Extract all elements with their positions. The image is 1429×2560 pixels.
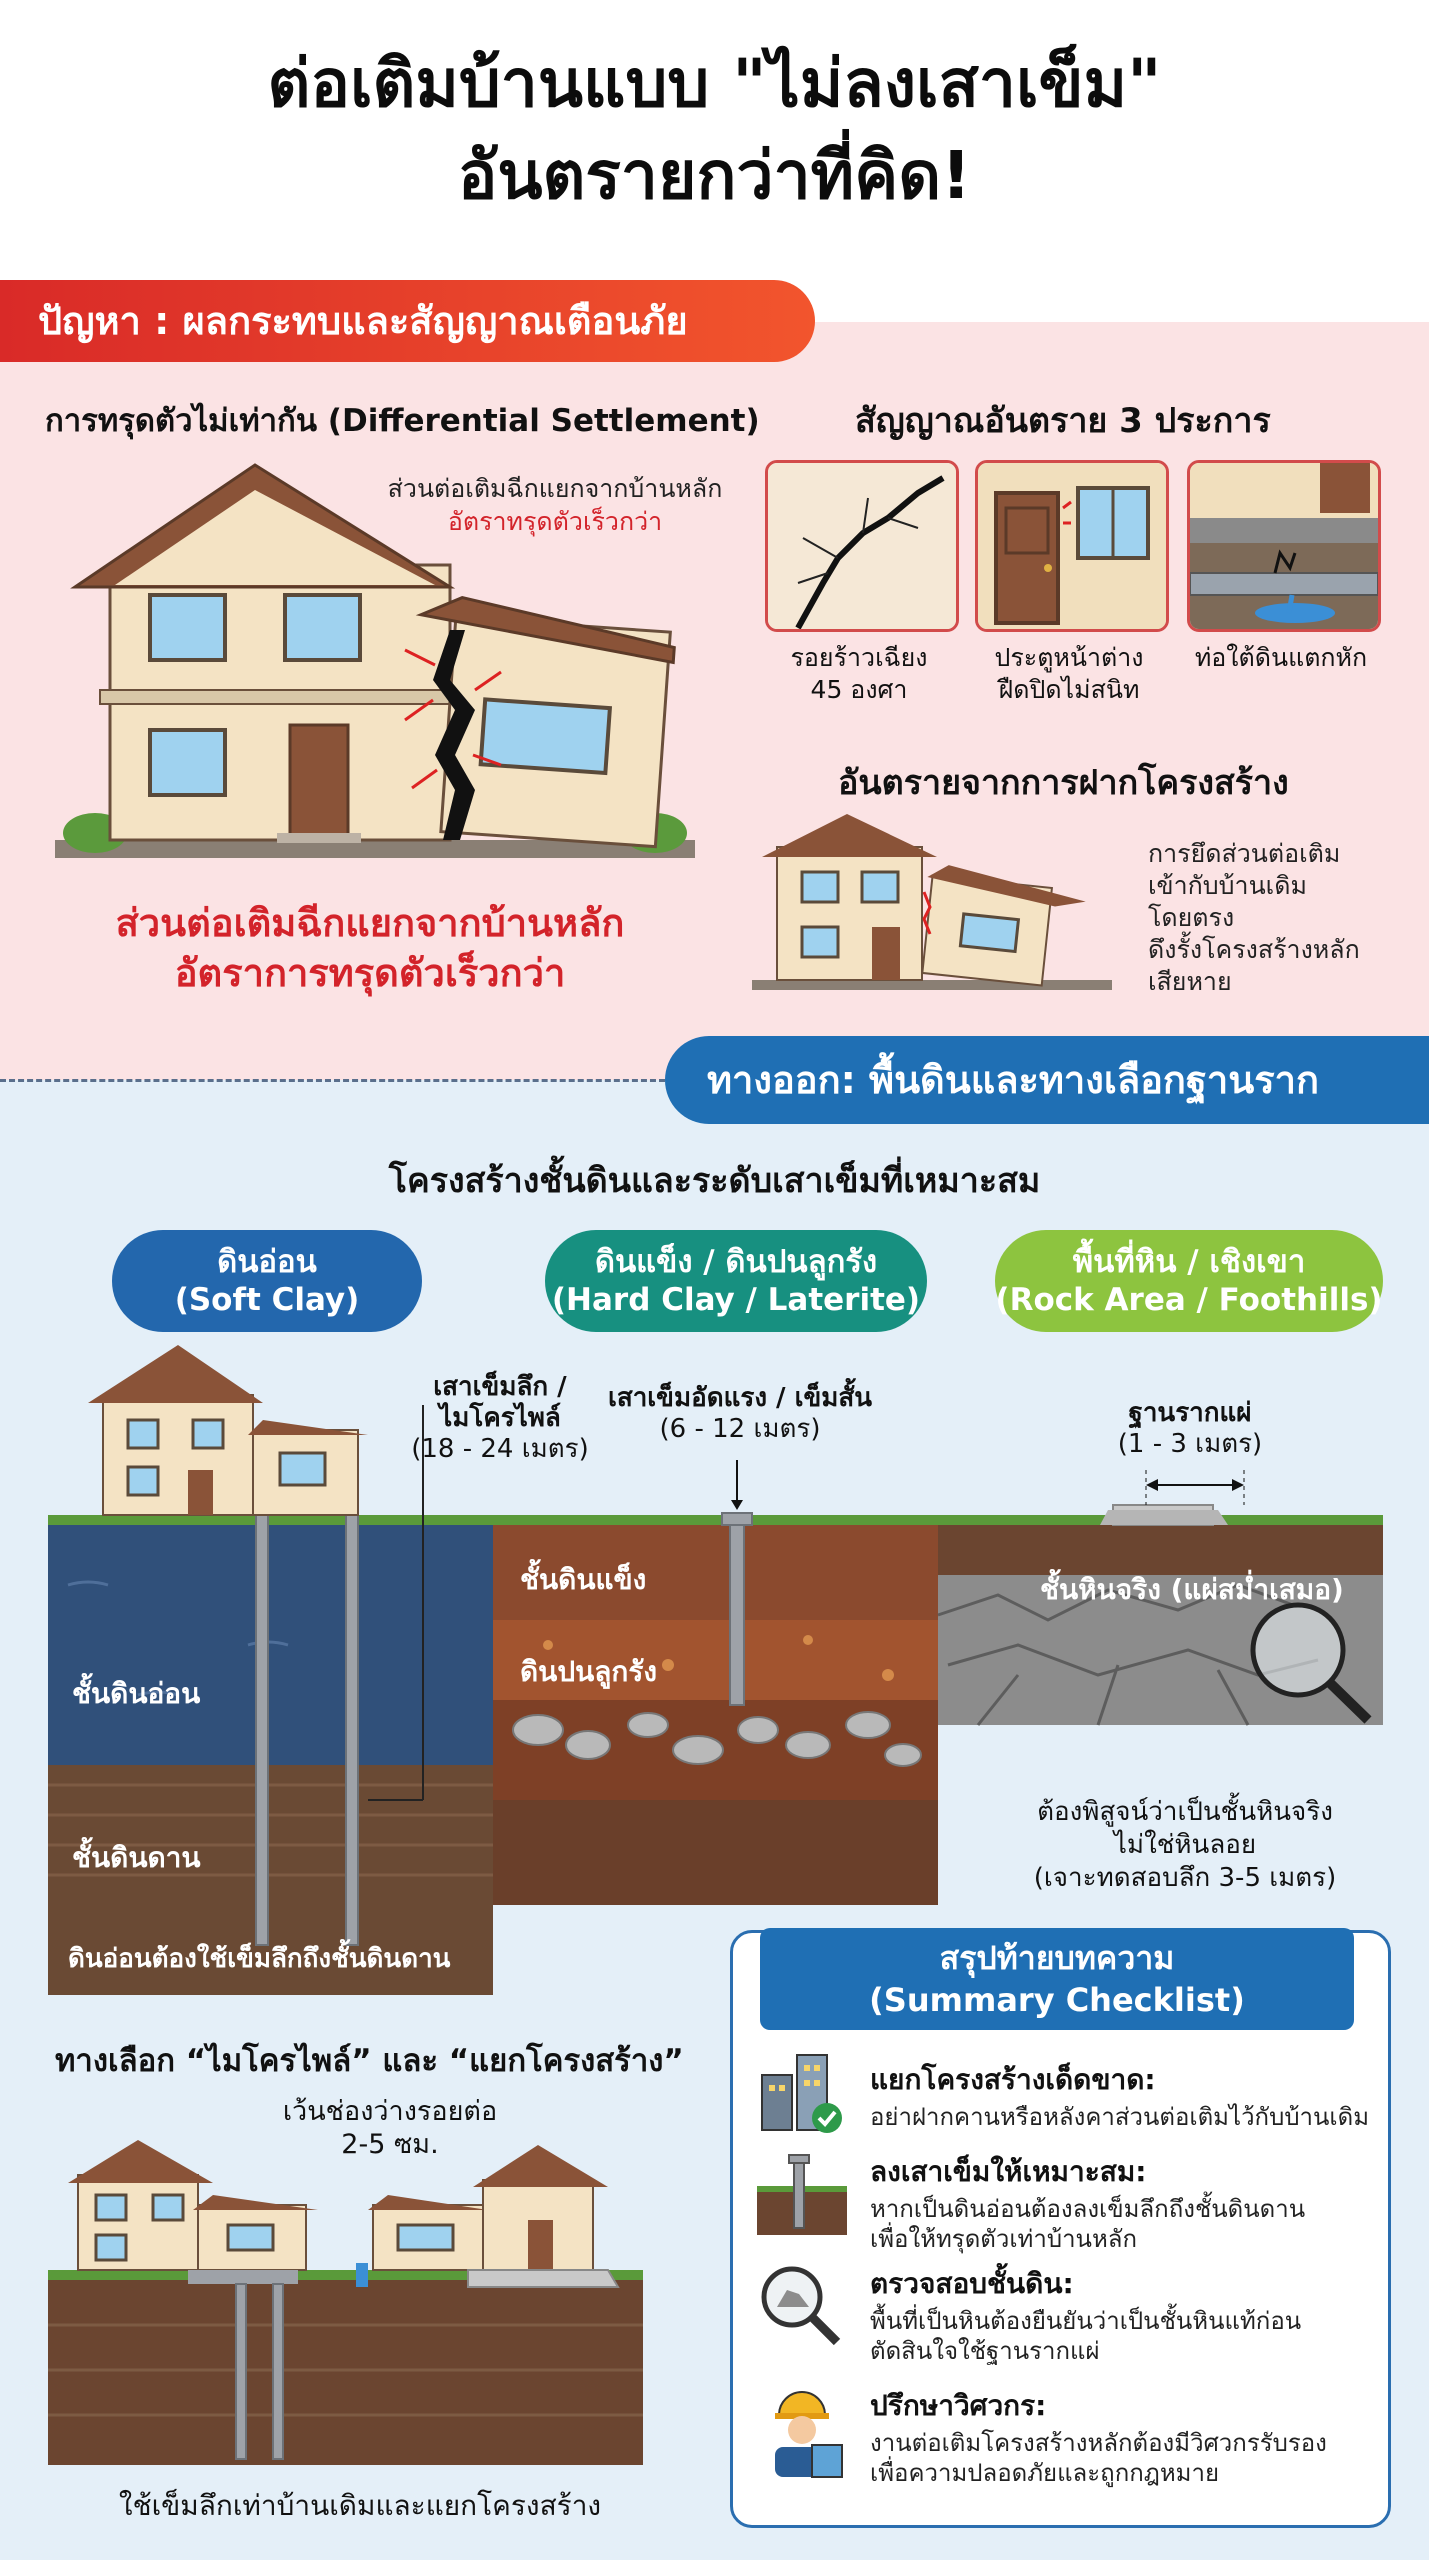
pile2-label: เสาเข็มอัดแรง / เข็มสั้น (6 - 12 เมตร): [585, 1383, 895, 1445]
sign-caption-line-2: 45 องศา: [810, 675, 908, 704]
summary-item-2: ลงเสาเข็มให้เหมาะสม: หากเป็นดินอ่อนต้องล…: [870, 2150, 1375, 2254]
summary-item-text: เพื่อความปลอดภัยและถูกกฎหมาย: [870, 2459, 1220, 2487]
attached-extension-illustration: [752, 814, 1112, 990]
summary-item-3: ตรวจสอบชั้นดิน: พื้นที่เป็นหินต้องยืนยัน…: [870, 2262, 1375, 2366]
callout-line-2: อัตราทรุดตัวเร็วกว่า: [447, 507, 663, 536]
soft-layer-label: ชั้นดินอ่อน: [72, 1677, 201, 1710]
page-title: ต่อเติมบ้านแบบ "ไม่ลงเสาเข็ม" อันตรายกว่…: [0, 38, 1429, 222]
rock-note-line: (เจาะทดสอบลึก 3-5 เมตร): [1033, 1863, 1337, 1893]
title-line-1: ต่อเติมบ้านแบบ "ไม่ลงเสาเข็ม": [267, 45, 1162, 122]
rock-note-line: ต้องพิสูจน์ว่าเป็นชั้นหินจริง: [1037, 1797, 1333, 1827]
summary-item-title: ตรวจสอบชั้นดิน:: [870, 2267, 1074, 2300]
pill-line-2: (Hard Clay / Laterite): [551, 1282, 921, 1318]
soil-heading: โครงสร้างชั้นดินและระดับเสาเข็มที่เหมาะส…: [388, 1161, 1041, 1201]
pile3-label: ฐานรากแผ่ (1 - 3 เมตร): [1070, 1398, 1310, 1460]
rock-layer-label: ชั้นหินจริง (แผ่สม่ำเสมอ): [1040, 1573, 1344, 1606]
soil-cross-section: [48, 1345, 1383, 1995]
soft-note: ดินอ่อนต้องใช้เข็มลึกถึงชั้นดินดาน: [68, 1944, 451, 1974]
attach-line: เสียหาย: [1148, 967, 1232, 996]
pill-rock-area: พื้นที่หิน / เชิงเขา (Rock Area / Foothi…: [995, 1230, 1383, 1332]
sign-caption-crack: รอยร้าวเฉียง 45 องศา: [754, 642, 964, 706]
hard-layer-label: ชั้นดินแข็ง: [520, 1563, 647, 1596]
attach-description: การยึดส่วนต่อเติม เข้ากับบ้านเดิมโดยตรง …: [1148, 838, 1388, 998]
settlement-red-caption: ส่วนต่อเติมฉีกแยกจากบ้านหลัก อัตราการทรุ…: [60, 898, 680, 998]
section-divider: [0, 1079, 665, 1082]
pill-line-2: (Rock Area / Foothills): [995, 1282, 1383, 1318]
sign-caption-door: ประตูหน้าต่าง ฝืดปิดไม่สนิท: [964, 642, 1174, 706]
sign-caption-line-1: ท่อใต้ดินแตกหัก: [1194, 643, 1368, 672]
summary-item-text: ตัดสินใจใช้ฐานรากแผ่: [870, 2337, 1100, 2365]
solution-ribbon: ทางออก: พื้นดินและทางเลือกฐานราก: [665, 1036, 1429, 1124]
door-window-icon: [978, 463, 1166, 629]
pill-line-1: พื้นที่หิน / เชิงเขา: [1072, 1244, 1306, 1280]
summary-item-text: เพื่อให้ทรุดตัวเท่าบ้านหลัก: [870, 2225, 1138, 2253]
engineer-icon: [775, 2391, 843, 2478]
summary-item-text: งานต่อเติมโครงสร้างหลักต้องมีวิศวกรรับรอ…: [870, 2429, 1327, 2457]
sign-caption-line-1: รอยร้าวเฉียง: [790, 643, 928, 672]
red-caption-line-1: ส่วนต่อเติมฉีกแยกจากบ้านหลัก: [115, 901, 625, 945]
attach-line: การยึดส่วนต่อเติม: [1148, 839, 1341, 868]
summary-item-text: หากเป็นดินอ่อนต้องลงเข็มลึกถึงชั้นดินดาน: [870, 2195, 1306, 2223]
cracked-house-illustration: [55, 463, 695, 858]
pill-soft-clay: ดินอ่อน (Soft Clay): [112, 1230, 422, 1332]
callout-line-1: ส่วนต่อเติมฉีกแยกจากบ้านหลัก: [387, 474, 723, 503]
broken-pipe-icon: [1190, 463, 1378, 629]
pill-line-1: ดินแข็ง / ดินปนลูกรัง: [594, 1244, 878, 1280]
settlement-heading: การทรุดตัวไม่เท่ากัน (Differential Settl…: [45, 403, 760, 439]
red-caption-line-2: อัตราการทรุดตัวเร็วกว่า: [174, 951, 566, 995]
gap-label: เว้นช่องว่างรอยต่อ 2-5 ซม.: [230, 2095, 550, 2161]
building-check-icon: [761, 2054, 842, 2133]
sign-card-crack: [765, 460, 959, 632]
settlement-callout: ส่วนต่อเติมฉีกแยกจากบ้านหลัก อัตราทรุดตั…: [375, 472, 735, 538]
title-line-2: อันตรายกว่าที่คิด!: [457, 137, 972, 214]
sign-caption-pipe: ท่อใต้ดินแตกหัก: [1176, 642, 1386, 674]
firm-layer-label: ชั้นดินดาน: [72, 1841, 201, 1874]
magnifier-rock-icon: [761, 2266, 841, 2346]
pile2-line-1: เสาเข็มอัดแรง / เข็มสั้น: [607, 1383, 873, 1413]
microplie-option-illustration: [48, 2140, 643, 2465]
summary-header: สรุปท้ายบทความ (Summary Checklist): [760, 1928, 1354, 2030]
sign-caption-line-1: ประตูหน้าต่าง: [994, 643, 1144, 672]
attach-line: ดึงรั้งโครงสร้างหลัก: [1148, 935, 1360, 964]
summary-item-title: แยกโครงสร้างเด็ดขาด:: [870, 2063, 1156, 2096]
pile-icon: [757, 2154, 847, 2235]
problem-ribbon: ปัญหา : ผลกระทบและสัญญาณเตือนภัย: [0, 280, 815, 362]
signs-heading: สัญญาณอันตราย 3 ประการ: [855, 401, 1271, 441]
pile1-line-3: (18 - 24 เมตร): [411, 1434, 589, 1464]
pill-hard-clay: ดินแข็ง / ดินปนลูกรัง (Hard Clay / Later…: [545, 1230, 927, 1332]
summary-item-text: พื้นที่เป็นหินต้องยืนยันว่าเป็นชั้นหินแท…: [870, 2307, 1302, 2335]
pill-line-1: ดินอ่อน: [217, 1244, 317, 1280]
pile1-line-1: เสาเข็มลึก /: [433, 1372, 567, 1402]
laterite-layer-label: ดินปนลูกรัง: [520, 1655, 658, 1688]
sign-caption-line-2: ฝืดปิดไม่สนิท: [998, 675, 1140, 704]
summary-item-title: ลงเสาเข็มให้เหมาะสม:: [870, 2155, 1147, 2188]
pile3-line-1: ฐานรากแผ่: [1128, 1398, 1252, 1428]
summary-item-1: แยกโครงสร้างเด็ดขาด: อย่าฝากคานหรือหลังค…: [870, 2058, 1375, 2132]
pile1-line-2: ไมโครไพล์: [439, 1403, 561, 1433]
option-heading: ทางเลือก “ไมโครไพล์” และ “แยกโครงสร้าง”: [55, 2043, 684, 2079]
option-caption: ใช้เข็มลึกเท่าบ้านเดิมและแยกโครงสร้าง: [118, 2489, 602, 2522]
attach-line: เข้ากับบ้านเดิมโดยตรง: [1148, 871, 1307, 932]
gap-line-1: เว้นช่องว่างรอยต่อ: [282, 2096, 498, 2127]
rock-note-line: ไม่ใช่หินลอย: [1113, 1830, 1257, 1860]
gap-line-2: 2-5 ซม.: [341, 2129, 439, 2160]
pile3-line-2: (1 - 3 เมตร): [1117, 1429, 1263, 1459]
summary-item-text: อย่าฝากคานหรือหลังคาส่วนต่อเติมไว้กับบ้า…: [870, 2103, 1370, 2131]
pill-line-2: (Soft Clay): [174, 1282, 360, 1318]
pile1-label: เสาเข็มลึก / ไมโครไพล์ (18 - 24 เมตร): [380, 1372, 620, 1465]
sign-card-pipe: [1187, 460, 1381, 632]
summary-item-4: ปรึกษาวิศวกร: งานต่อเติมโครงสร้างหลักต้อ…: [870, 2384, 1375, 2488]
summary-heading: สรุปท้ายบทความ: [939, 1939, 1175, 1977]
pile2-line-2: (6 - 12 เมตร): [659, 1414, 821, 1444]
rock-note: ต้องพิสูจน์ว่าเป็นชั้นหินจริง ไม่ใช่หินล…: [1000, 1796, 1370, 1895]
attach-heading: อันตรายจากการฝากโครงสร้าง: [838, 763, 1289, 803]
summary-item-title: ปรึกษาวิศวกร:: [870, 2389, 1047, 2422]
sign-card-door: [975, 460, 1169, 632]
summary-heading-en: (Summary Checklist): [869, 1981, 1245, 2019]
diagonal-crack-icon: [768, 463, 956, 629]
